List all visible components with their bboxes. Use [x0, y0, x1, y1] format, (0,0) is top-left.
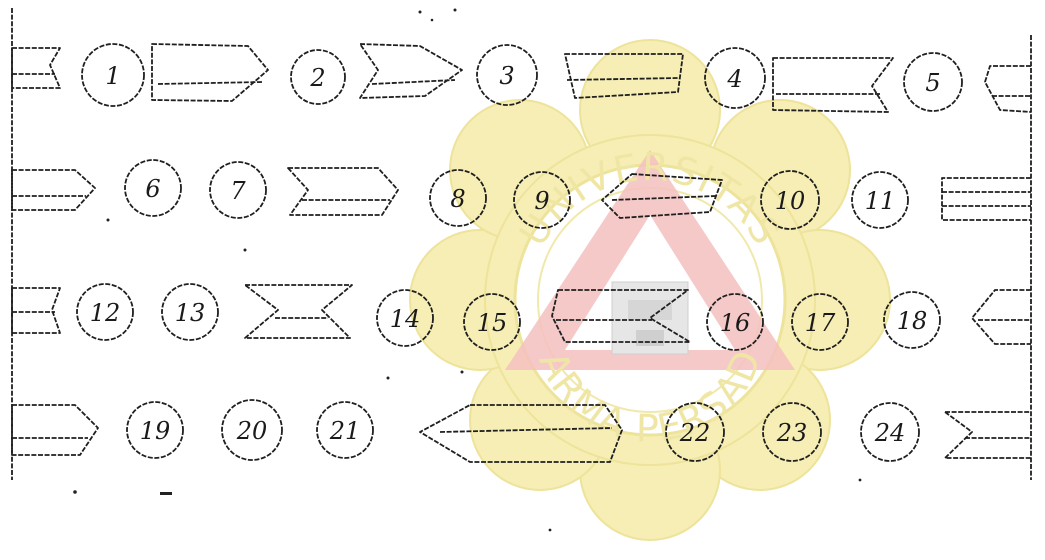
piece-number-label: 6 [145, 175, 160, 203]
cut-segment [985, 66, 1031, 112]
piece-number-label: 5 [925, 69, 940, 97]
arrow-segment [12, 170, 95, 210]
notched-segment [245, 285, 352, 338]
piece-number-label: 14 [390, 305, 421, 333]
piece-number-label: 9 [534, 187, 549, 215]
arrow-segment [972, 290, 1031, 344]
arrow-segment [12, 405, 98, 455]
cut-segment [12, 48, 60, 88]
piece-number-label: 18 [897, 307, 928, 335]
piece-number-label: 8 [450, 185, 465, 213]
piece-number-label: 4 [726, 65, 742, 93]
piece-number-label: 1 [105, 62, 120, 90]
piece-number-label: 17 [805, 309, 836, 337]
piece-number-label: 10 [775, 187, 806, 215]
notched-segment [945, 412, 1031, 458]
bar-segment [942, 178, 1031, 220]
piece-number-label: 24 [874, 419, 906, 447]
piece-number-label: 11 [865, 187, 896, 215]
piece-number-label: 23 [776, 419, 808, 447]
arrow-segment [288, 168, 398, 215]
arrow-segment [152, 44, 268, 101]
piece-number-label: 12 [90, 299, 121, 327]
piece-number-label: 13 [175, 299, 206, 327]
piece-number-label: 15 [477, 309, 508, 337]
cut-segment [12, 288, 60, 333]
piece-number-label: 20 [236, 417, 268, 445]
piece-number-label: 21 [329, 417, 361, 445]
piece-number-label: 3 [499, 62, 514, 90]
piece-number-label: 19 [140, 417, 171, 445]
arrow-segment [360, 44, 462, 98]
piece-number-label: 16 [720, 309, 751, 337]
piece-number-label: 2 [309, 64, 325, 92]
piece-number-label: 7 [230, 177, 246, 205]
piece-number-label: 22 [679, 419, 711, 447]
